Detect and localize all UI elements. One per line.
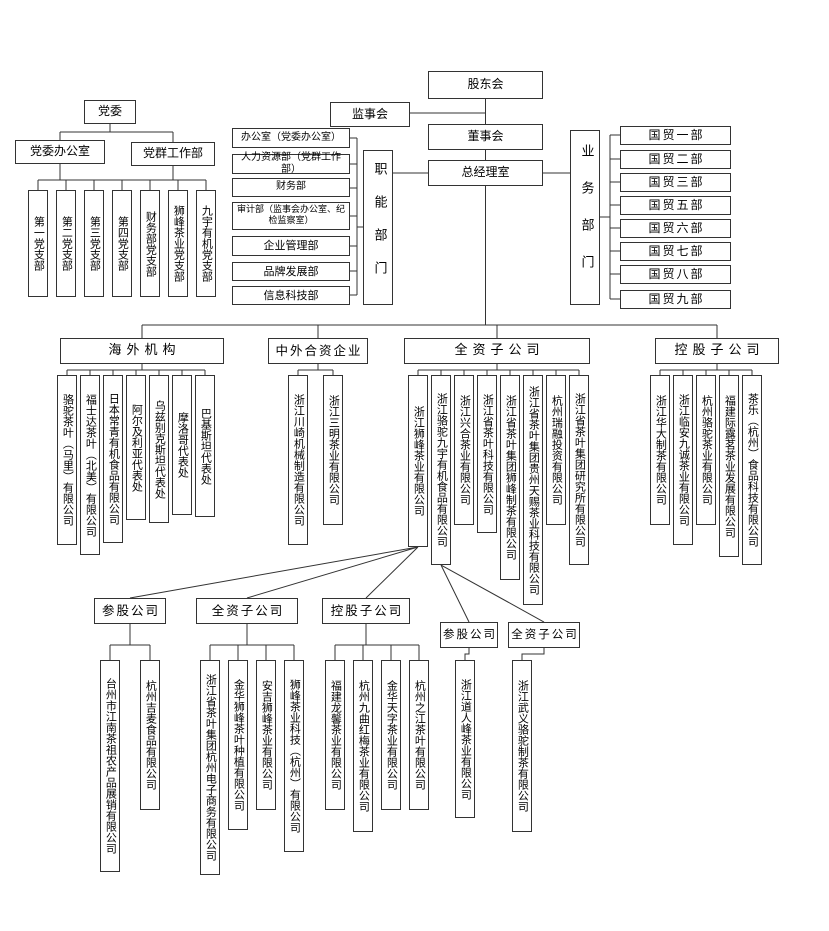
company-box: 浙江武义骆驼制茶有限公司 xyxy=(512,660,532,832)
business-dept-box: 国贸九部 xyxy=(620,290,731,309)
party-branch-box: 第四党支部 xyxy=(112,190,132,297)
business-dept-box: 国贸六部 xyxy=(620,219,731,238)
company-box: 浙江三明茶业有限公司 xyxy=(323,375,343,525)
company-box: 浙江骆驼九宇有机食品有限公司 xyxy=(431,375,451,565)
sub-equity-left-header-box: 参股公司 xyxy=(94,598,166,624)
company-box: 浙江省茶叶集团贵州天赐茶业科技有限公司 xyxy=(523,375,543,605)
business-dept-box: 国贸三部 xyxy=(620,173,731,192)
company-box: 金华狮峰茶叶种植有限公司 xyxy=(228,660,248,830)
functional-dept-box: 企业管理部 xyxy=(232,236,350,256)
business-dept-box: 国贸七部 xyxy=(620,242,731,261)
functional-dept-box: 财务部 xyxy=(232,178,350,197)
party-branch-box: 财务部党支部 xyxy=(140,190,160,297)
company-box: 乌兹别克斯坦代表处 xyxy=(149,375,169,523)
company-box: 福建际露茗茶业发展有限公司 xyxy=(719,375,739,557)
company-box: 浙江省茶叶集团狮峰制茶有限公司 xyxy=(500,375,520,580)
company-box: 茶乐（杭州）食品科技有限公司 xyxy=(742,375,762,565)
company-box: 杭州之江茶叶有限公司 xyxy=(409,660,429,810)
company-box: 杭州瑞融投资有限公司 xyxy=(546,375,566,525)
party-committee-box: 党委 xyxy=(84,100,136,124)
party-mass-work-box: 党群工作部 xyxy=(131,142,215,166)
wholly-owned-header-box: 全资子公司 xyxy=(404,338,590,364)
company-box: 浙江华大制茶有限公司 xyxy=(650,375,670,525)
business-dept-box: 国贸八部 xyxy=(620,265,731,284)
functional-depts-label-box: 职能部门 xyxy=(363,150,393,305)
functional-dept-box: 品牌发展部 xyxy=(232,262,350,281)
gm-office-box: 总经理室 xyxy=(428,160,543,186)
company-box: 杭州吉麦食品有限公司 xyxy=(140,660,160,810)
company-box: 日本常青有机食品有限公司 xyxy=(103,375,123,543)
sub-wholly-right-header-box: 全资子公司 xyxy=(508,622,580,648)
business-dept-box: 国贸二部 xyxy=(620,150,731,169)
company-box: 摩洛哥代表处 xyxy=(172,375,192,515)
party-branch-box: 第二党支部 xyxy=(56,190,76,297)
company-box: 金华天字茶业有限公司 xyxy=(381,660,401,810)
company-box: 浙江川崎机械制造有限公司 xyxy=(288,375,308,545)
company-box: 浙江省茶叶集团研究所有限公司 xyxy=(569,375,589,565)
shareholders-box: 股东会 xyxy=(428,71,543,99)
company-box: 巴基斯坦代表处 xyxy=(195,375,215,517)
holding-header-box: 控股子公司 xyxy=(655,338,779,364)
company-box: 福士达茶叶（北美）有限公司 xyxy=(80,375,100,555)
functional-dept-box: 审计部（监事会办公室、纪检监察室） xyxy=(232,202,350,230)
functional-dept-box: 办公室（党委办公室） xyxy=(232,128,350,148)
supervisory-board-box: 监事会 xyxy=(330,102,410,127)
party-office-box: 党委办公室 xyxy=(15,140,105,164)
company-box: 杭州骆驼茶业有限公司 xyxy=(696,375,716,525)
company-box: 浙江狮峰茶业有限公司 xyxy=(408,375,428,547)
company-box: 浙江临安九诚茶业有限公司 xyxy=(673,375,693,545)
company-box: 安吉狮峰茶业有限公司 xyxy=(256,660,276,810)
joint-ventures-header-box: 中外合资企业 xyxy=(268,338,368,364)
party-branch-box: 第一党支部 xyxy=(28,190,48,297)
sub-equity-right-header-box: 参股公司 xyxy=(440,622,498,648)
party-branch-box: 九宇有机党支部 xyxy=(196,190,216,297)
business-dept-box: 国贸一部 xyxy=(620,126,731,145)
party-branch-box: 第三党支部 xyxy=(84,190,104,297)
company-box: 狮峰茶业科技（杭州）有限公司 xyxy=(284,660,304,852)
overseas-header-box: 海外机构 xyxy=(60,338,224,364)
business-dept-box: 国贸五部 xyxy=(620,196,731,215)
board-of-directors-box: 董事会 xyxy=(428,124,543,150)
company-box: 浙江省茶叶科技有限公司 xyxy=(477,375,497,533)
sub-wholly-left-header-box: 全资子公司 xyxy=(196,598,298,624)
company-box: 浙江道人峰茶业有限公司 xyxy=(455,660,475,818)
company-box: 杭州九曲红梅茶业有限公司 xyxy=(353,660,373,832)
sub-holding-left-header-box: 控股子公司 xyxy=(322,598,410,624)
company-box: 福建龙馨茶业有限公司 xyxy=(325,660,345,810)
company-box: 浙江兴合茶业有限公司 xyxy=(454,375,474,525)
party-branch-box: 狮峰茶业党支部 xyxy=(168,190,188,297)
company-box: 浙江省茶叶集团杭州电子商务有限公司 xyxy=(200,660,220,875)
functional-dept-box: 人力资源部（党群工作部） xyxy=(232,152,350,175)
functional-dept-box: 信息科技部 xyxy=(232,286,350,305)
company-box: 阿尔及利亚代表处 xyxy=(126,375,146,520)
business-depts-label-box: 业务部门 xyxy=(570,130,600,305)
company-box: 骆驼茶叶（马里）有限公司 xyxy=(57,375,77,545)
company-box: 台州市江南茶祖农产品展销有限公司 xyxy=(100,660,120,872)
